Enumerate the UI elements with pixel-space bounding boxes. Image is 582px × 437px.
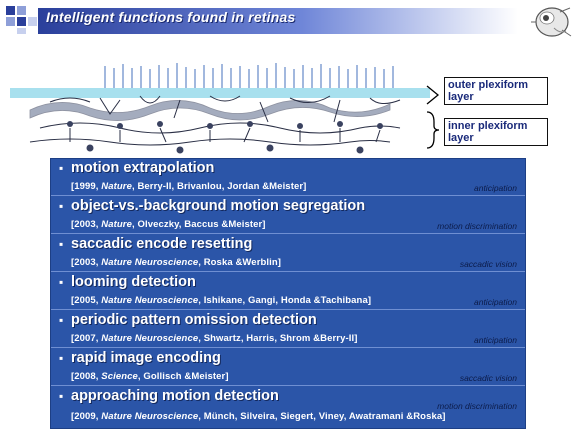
item-title: saccadic encode resetting (71, 236, 253, 252)
bullet-icon: ▪ (59, 351, 64, 365)
bullet-icon: ▪ (59, 389, 64, 403)
item-reference: [1999, Nature, Berry-II, Brivanlou, Jord… (71, 181, 307, 192)
list-item: ▪ object-vs.-background motion segregati… (51, 197, 525, 234)
bullet-icon: ▪ (59, 161, 64, 175)
slide-title: Intelligent functions found in retinas (46, 9, 296, 25)
eye-icon (531, 7, 572, 37)
item-title: object-vs.-background motion segregation (71, 198, 366, 214)
item-reference: [2005, Nature Neuroscience, Ishikane, Ga… (71, 295, 372, 306)
item-reference: [2007, Nature Neuroscience, Shwartz, Har… (71, 333, 358, 344)
item-reference: [2008, Science, Gollisch &Meister] (71, 371, 229, 382)
item-title: motion extrapolation (71, 160, 215, 176)
title-bar (38, 8, 518, 34)
inner-plexiform-label: inner plexiform layer (444, 118, 548, 146)
item-category: anticipation (473, 335, 517, 345)
item-title: periodic pattern omission detection (71, 312, 317, 328)
item-category: anticipation (473, 183, 517, 193)
item-title: looming detection (71, 274, 196, 290)
item-category: saccadic vision (459, 373, 517, 383)
retina-cross-section-illustration (10, 63, 430, 154)
item-category: motion discrimination (437, 221, 517, 231)
list-item: ▪ rapid image encoding [2008, Science, G… (51, 349, 525, 386)
item-reference: [2003, Nature, Olveczky, Baccus &Meister… (71, 219, 266, 230)
outer-layer-bracket (426, 85, 440, 105)
decorative-squares (6, 6, 42, 34)
list-item: ▪ approaching motion detection [2009, Na… (51, 387, 525, 428)
item-title: approaching motion detection (71, 388, 279, 404)
list-item: ▪ looming detection [2005, Nature Neuros… (51, 273, 525, 310)
outer-plexiform-label: outer plexiform layer (444, 77, 548, 105)
item-category: saccadic vision (459, 259, 517, 269)
bullet-icon: ▪ (59, 275, 64, 289)
item-reference: [2003, Nature Neuroscience, Roska &Werbl… (71, 257, 282, 268)
list-item: ▪ motion extrapolation [1999, Nature, Be… (51, 159, 525, 196)
item-reference: [2009, Nature Neuroscience, Münch, Silve… (71, 411, 446, 422)
findings-list: ▪ motion extrapolation [1999, Nature, Be… (50, 158, 526, 429)
item-category: anticipation (473, 297, 517, 307)
list-item: ▪ saccadic encode resetting [2003, Natur… (51, 235, 525, 272)
item-category: motion discrimination (437, 401, 517, 411)
bullet-icon: ▪ (59, 199, 64, 213)
item-title: rapid image encoding (71, 350, 221, 366)
inner-layer-bracket (426, 111, 440, 149)
bullet-icon: ▪ (59, 237, 64, 251)
list-item: ▪ periodic pattern omission detection [2… (51, 311, 525, 348)
bullet-icon: ▪ (59, 313, 64, 327)
